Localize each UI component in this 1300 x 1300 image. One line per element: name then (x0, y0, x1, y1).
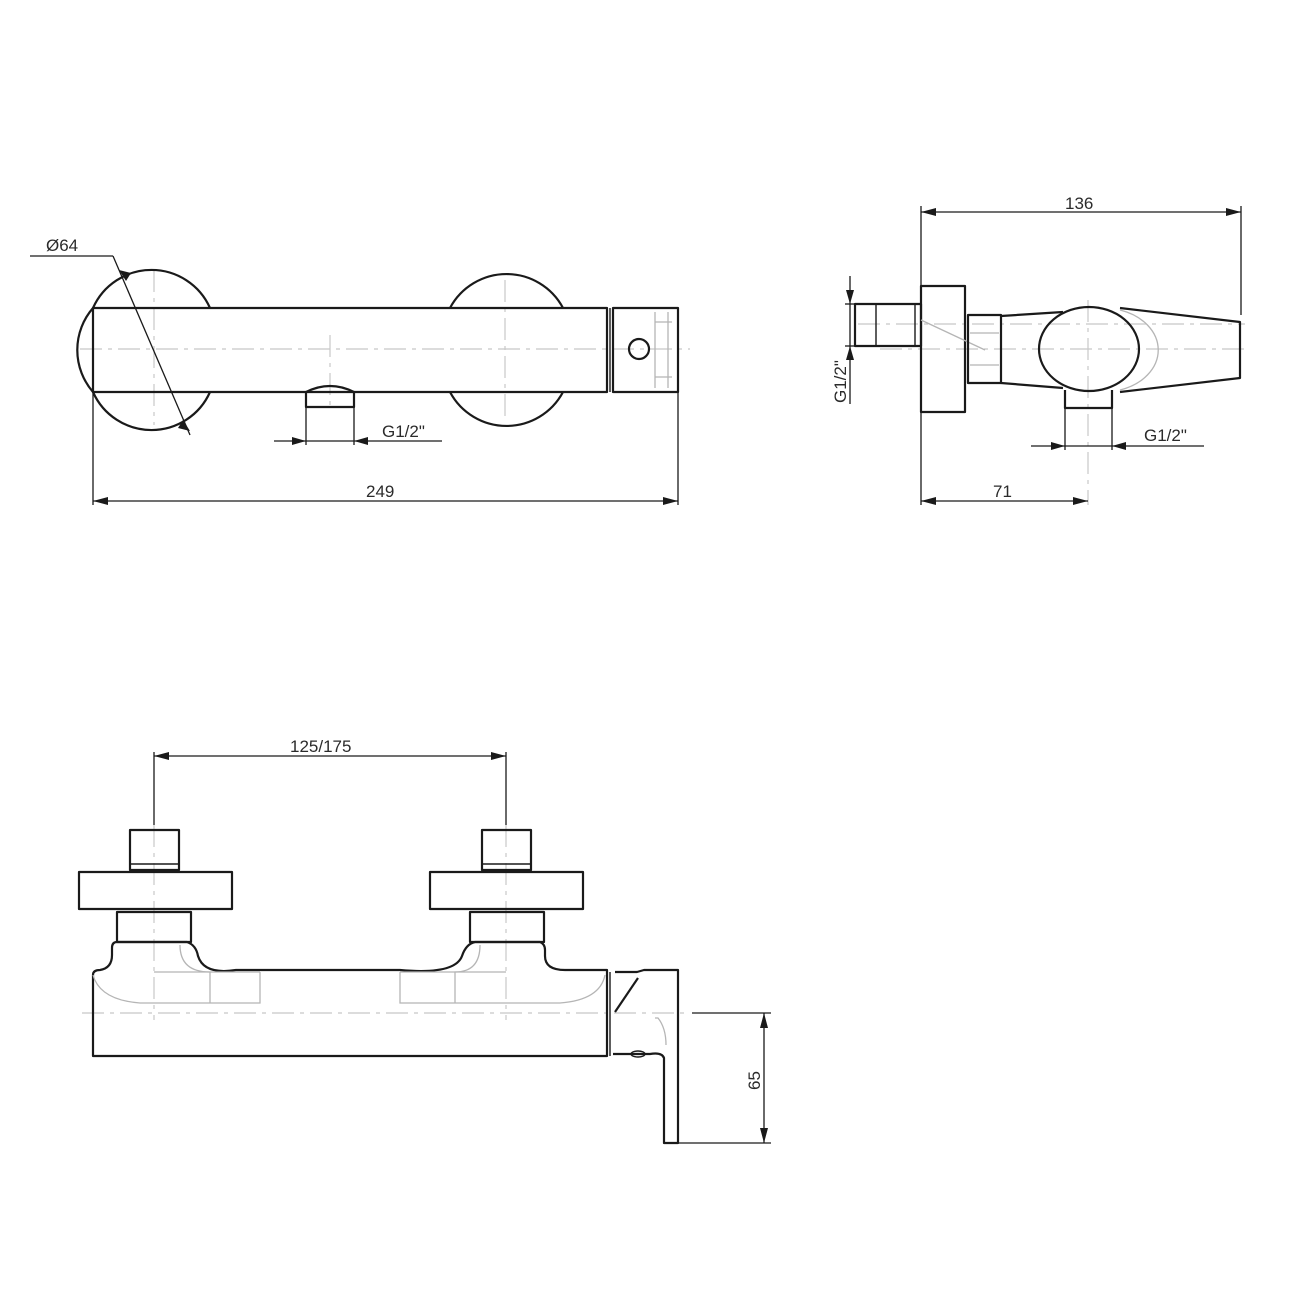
side-inlet-thread-label: G1/2" (831, 360, 850, 403)
outlet-stub (304, 384, 356, 409)
left-inlet-stub (128, 828, 181, 872)
side-view: 136 G1/2" G1/2" 71 (831, 194, 1245, 505)
top-view: Ø64 G1/2" 249 (30, 236, 690, 505)
side-outlet-thread-label: G1/2" (1144, 426, 1187, 445)
overall-depth-label: 136 (1065, 194, 1093, 213)
side-escutcheon (919, 284, 967, 414)
inlet-spacing-label: 125/175 (290, 737, 351, 756)
front-body (91, 940, 609, 1058)
front-view: 125/175 65 (77, 737, 771, 1145)
right-nut (468, 910, 546, 944)
side-handle (1037, 305, 1141, 393)
outlet-offset-label: 71 (993, 482, 1012, 501)
knob-indicator (627, 337, 651, 361)
diameter-label: Ø64 (46, 236, 78, 255)
thermostat-knob (611, 306, 680, 394)
side-body (1000, 306, 1242, 394)
right-escutcheon-front (428, 870, 585, 911)
side-outlet-stub (1063, 390, 1114, 410)
top-outlet-thread-label: G1/2" (382, 422, 425, 441)
hex-nut (966, 313, 1003, 385)
handle-height-label: 65 (745, 1071, 764, 1090)
right-inlet-stub (480, 828, 533, 872)
mixer-body (91, 306, 609, 394)
right-escutcheon (449, 273, 564, 309)
overall-length-label: 249 (366, 482, 394, 501)
front-lever-handle (613, 968, 680, 1145)
inlet-stub (853, 302, 923, 348)
left-escutcheon-front (77, 870, 234, 911)
left-escutcheon (91, 268, 212, 309)
